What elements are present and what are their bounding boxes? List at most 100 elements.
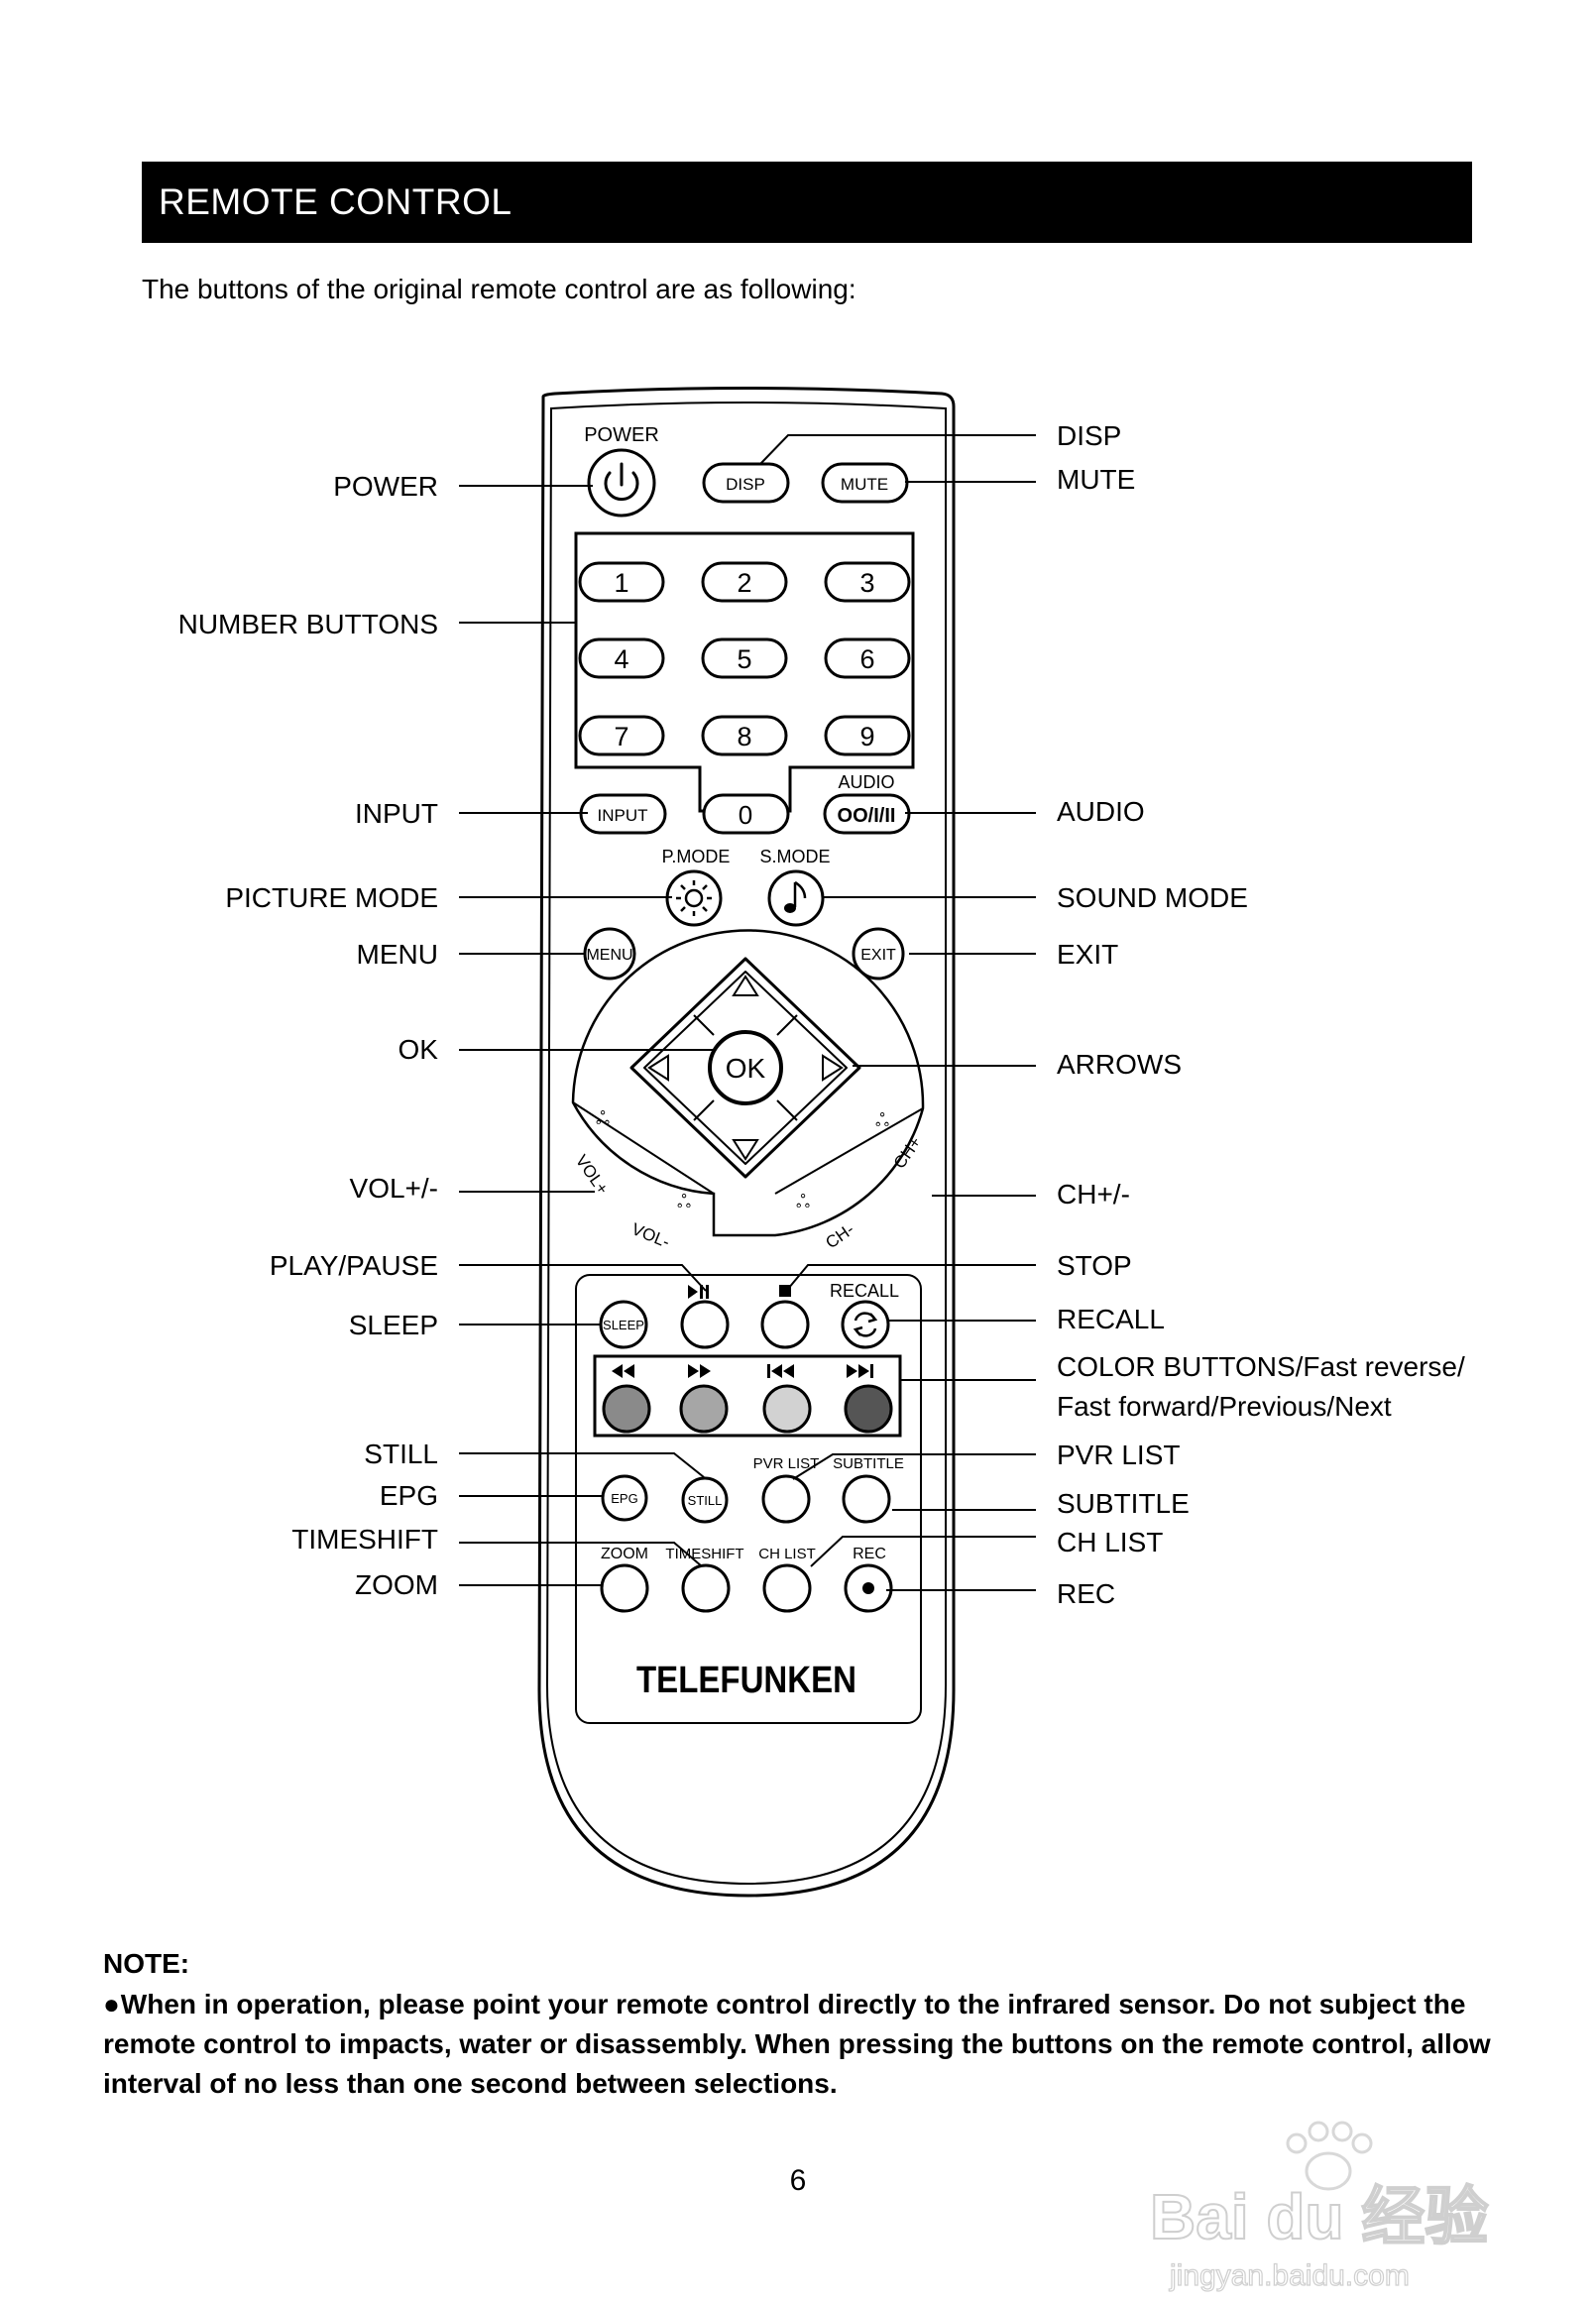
digit-button-8[interactable]: 8 xyxy=(701,715,788,756)
watermark: Bai du 经验 jingyan.baidu.com xyxy=(1149,2121,1489,2293)
audio-symbol: OO/I/II xyxy=(838,805,896,827)
still-button[interactable]: STILL xyxy=(681,1476,729,1524)
sleep-button[interactable]: SLEEP xyxy=(599,1300,648,1349)
callout-label-still: STILL xyxy=(364,1439,438,1469)
picture-mode-button[interactable] xyxy=(665,869,723,927)
audio-caption: AUDIO xyxy=(838,772,894,792)
callout-label-epg: EPG xyxy=(380,1480,438,1511)
callout-label-fast-forward-previous-next: Fast forward/Previous/Next xyxy=(1057,1391,1392,1422)
section-header: REMOTE CONTROL xyxy=(142,162,1472,243)
callout-label-audio: AUDIO xyxy=(1057,796,1145,827)
audio-button[interactable]: OO/I/II xyxy=(823,793,911,835)
number-pad-frame xyxy=(574,531,915,813)
mute-button[interactable]: MUTE xyxy=(821,462,909,504)
power-button[interactable] xyxy=(587,448,656,518)
music-note-icon xyxy=(784,880,807,913)
disp-button[interactable]: DISP xyxy=(702,462,790,504)
callout-label-arrows: ARROWS xyxy=(1057,1049,1182,1080)
zoom-caption: ZOOM xyxy=(601,1546,648,1562)
dpad-outline xyxy=(629,957,861,1179)
color-red-button[interactable] xyxy=(602,1384,651,1434)
digit-label: 2 xyxy=(737,568,751,598)
digit-button-2[interactable]: 2 xyxy=(701,561,788,603)
power-icon xyxy=(604,462,639,502)
next-icon xyxy=(847,1364,873,1378)
digit-button-5[interactable]: 5 xyxy=(701,637,788,679)
exit-button[interactable]: EXIT xyxy=(852,927,905,980)
digit-button-1[interactable]: 1 xyxy=(578,561,665,603)
fan-icon: ஃ xyxy=(796,1192,810,1211)
recall-caption: RECALL xyxy=(830,1281,899,1301)
section-title: REMOTE CONTROL xyxy=(159,181,513,222)
play-pause-icon xyxy=(688,1285,709,1299)
sound-mode-button[interactable] xyxy=(767,869,825,927)
callout-label-timeshift: TIMESHIFT xyxy=(291,1524,438,1555)
menu-button[interactable]: MENU xyxy=(583,927,636,980)
digit-button-0[interactable]: 0 xyxy=(702,793,790,835)
digit-label: 0 xyxy=(739,800,752,830)
ok-button[interactable]: OK xyxy=(708,1030,783,1105)
zoom-button[interactable] xyxy=(600,1563,649,1613)
recall-icon xyxy=(853,1312,878,1337)
lower-panel xyxy=(575,1274,922,1724)
subtitle-caption: SUBTITLE xyxy=(833,1455,904,1472)
color-button-frame xyxy=(593,1354,902,1438)
digit-button-4[interactable]: 4 xyxy=(578,637,665,679)
intro-text: The buttons of the original remote contr… xyxy=(142,274,856,304)
callout-label-rec: REC xyxy=(1057,1578,1115,1609)
epg-button[interactable]: EPG xyxy=(601,1474,648,1522)
digit-label: 9 xyxy=(859,722,874,751)
sleep-label: SLEEP xyxy=(603,1318,644,1332)
ch-list-button[interactable] xyxy=(762,1563,812,1613)
digit-label: 1 xyxy=(614,568,628,598)
callout-label-sound-mode: SOUND MODE xyxy=(1057,882,1248,913)
stop-button[interactable] xyxy=(760,1300,810,1349)
note-text: When in operation, please point your rem… xyxy=(103,1989,1491,2099)
digit-button-3[interactable]: 3 xyxy=(824,561,911,603)
ch-list-caption: CH LIST xyxy=(758,1546,816,1562)
recall-button[interactable] xyxy=(841,1300,890,1349)
callout-label-input: INPUT xyxy=(355,798,438,829)
note-text-block: ● When in operation, please point your r… xyxy=(103,1985,1511,2104)
callout-label-exit: EXIT xyxy=(1057,939,1118,970)
callout-label-pvr-list: PVR LIST xyxy=(1057,1440,1180,1470)
smode-caption: S.MODE xyxy=(759,847,830,866)
previous-icon xyxy=(767,1364,794,1378)
rec-button[interactable] xyxy=(844,1563,893,1613)
subtitle-button[interactable] xyxy=(842,1474,891,1524)
page-number: 6 xyxy=(789,2164,807,2197)
stop-icon xyxy=(779,1285,791,1297)
arrow-down-icon xyxy=(732,1139,759,1161)
ch-minus-label: CH- xyxy=(822,1219,857,1252)
pvr-list-button[interactable] xyxy=(761,1474,811,1524)
fan-icon: ஃ xyxy=(596,1108,610,1128)
timeshift-button[interactable] xyxy=(681,1563,731,1613)
record-dot-icon xyxy=(862,1582,874,1594)
digit-label: 4 xyxy=(614,644,628,674)
callout-label-color-buttons-fast-reverse: COLOR BUTTONS/Fast reverse/ xyxy=(1057,1351,1465,1382)
watermark-text: Bai du 经验 xyxy=(1150,2181,1488,2252)
callout-label-mute: MUTE xyxy=(1057,464,1135,495)
digit-button-9[interactable]: 9 xyxy=(824,715,911,756)
color-yellow-button[interactable] xyxy=(762,1384,812,1434)
rec-caption: REC xyxy=(853,1546,886,1562)
exit-label: EXIT xyxy=(860,947,896,964)
arrow-right-icon xyxy=(822,1054,844,1082)
digit-button-6[interactable]: 6 xyxy=(824,637,911,679)
remote-body-inner xyxy=(545,402,947,1886)
dpad[interactable] xyxy=(629,957,861,1179)
mute-label: MUTE xyxy=(841,475,888,494)
pvr-list-caption: PVR LIST xyxy=(753,1455,820,1472)
callout-label-sleep: SLEEP xyxy=(349,1310,438,1340)
play-pause-button[interactable] xyxy=(680,1300,730,1349)
callout-label-menu: MENU xyxy=(357,939,438,970)
callout-label-power: POWER xyxy=(333,471,438,502)
color-blue-button[interactable] xyxy=(844,1384,893,1434)
digit-button-7[interactable]: 7 xyxy=(578,715,665,756)
input-button[interactable]: INPUT xyxy=(579,793,667,835)
digit-label: 3 xyxy=(859,568,874,598)
remote-body xyxy=(537,387,956,1898)
color-green-button[interactable] xyxy=(679,1384,729,1434)
fan-icon: ஃ xyxy=(875,1110,889,1130)
